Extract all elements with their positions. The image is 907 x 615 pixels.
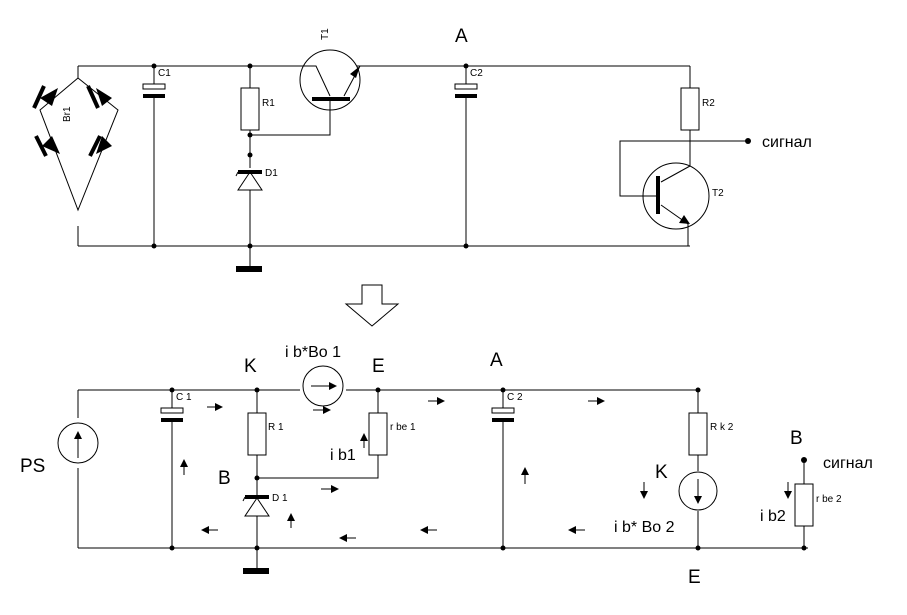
bottom-capacitor-c2: C 2 (491, 390, 523, 548)
c1-label: C1 (158, 68, 171, 79)
b2-label: B (790, 428, 803, 449)
bridge-label: Br1 (62, 106, 73, 122)
bottom-junctions (169, 387, 807, 551)
rbe2-label: r be 2 (816, 494, 842, 505)
bottom-zener-d1: D 1 (242, 493, 288, 517)
bottom-node-a-label: A (490, 350, 503, 371)
top-transistor-t2: T2 (619, 140, 748, 246)
t2-label: T2 (712, 188, 724, 199)
k2-label: K (655, 462, 668, 483)
bottom-c1-label: C 1 (176, 392, 192, 403)
top-transistor-t1: T1 (250, 28, 361, 136)
rk2-label: R k 2 (710, 422, 734, 433)
r2-label: R2 (702, 98, 715, 109)
top-capacitor-c1: C1 (142, 66, 171, 246)
bottom-c2-label: C 2 (507, 392, 523, 403)
bottom-rails (78, 389, 808, 549)
top-signal-label: сигнал (762, 134, 812, 151)
ib1-label: i b1 (330, 447, 356, 464)
transform-arrow-icon (344, 284, 400, 327)
b-label: B (218, 468, 231, 489)
r1-label: R1 (262, 98, 275, 109)
e-label: E (372, 356, 385, 377)
bottom-capacitor-c1: C 1 (160, 390, 192, 548)
d1-label: D1 (265, 168, 278, 179)
bottom-r1-label: R 1 (268, 422, 284, 433)
rbe1-label: r be 1 (390, 422, 416, 433)
resistor-rbe1: r be 1 i b1 (257, 390, 416, 479)
c2-label: C2 (470, 68, 483, 79)
top-capacitor-c2: C2 (454, 66, 483, 246)
bottom-d1-label: D 1 (272, 493, 288, 504)
current-source-1: i b*Bo 1 (285, 344, 344, 407)
e2-label: E (688, 567, 701, 588)
current-source-2: K i b* Bo 2 E (614, 462, 718, 588)
ib2-label: i b2 (760, 508, 786, 525)
top-ground (236, 266, 262, 272)
bottom-ground (243, 568, 269, 574)
resistor-rk2: R k 2 (688, 390, 734, 548)
k-label: K (244, 356, 257, 377)
bottom-resistor-r1: R 1 (247, 390, 284, 548)
top-schematic: Br1 C1 R1 D1 (32, 26, 812, 272)
top-junctions (151, 63, 469, 249)
bottom-signal-label: сигнал (823, 455, 873, 472)
t1-label: T1 (320, 28, 331, 40)
top-signal-terminal (745, 138, 751, 144)
ps-label: PS (20, 456, 45, 477)
current-flow-arrows (180, 397, 792, 542)
current-source-2-label: i b* Bo 2 (614, 519, 675, 536)
power-source-ps: PS (20, 390, 99, 548)
current-source-1-label: i b*Bo 1 (285, 344, 341, 361)
bridge-rectifier: Br1 (32, 77, 119, 212)
top-zener-d1: D1 (235, 168, 278, 191)
top-resistor-r1: R1 (240, 66, 275, 246)
bottom-schematic: PS C 1 R 1 D 1 K B (20, 344, 873, 588)
top-node-a-label: A (455, 26, 468, 47)
resistor-rbe2: B сигнал i b2 r be 2 (760, 428, 873, 548)
top-rails (78, 65, 690, 247)
top-resistor-r2: R2 (680, 66, 715, 166)
